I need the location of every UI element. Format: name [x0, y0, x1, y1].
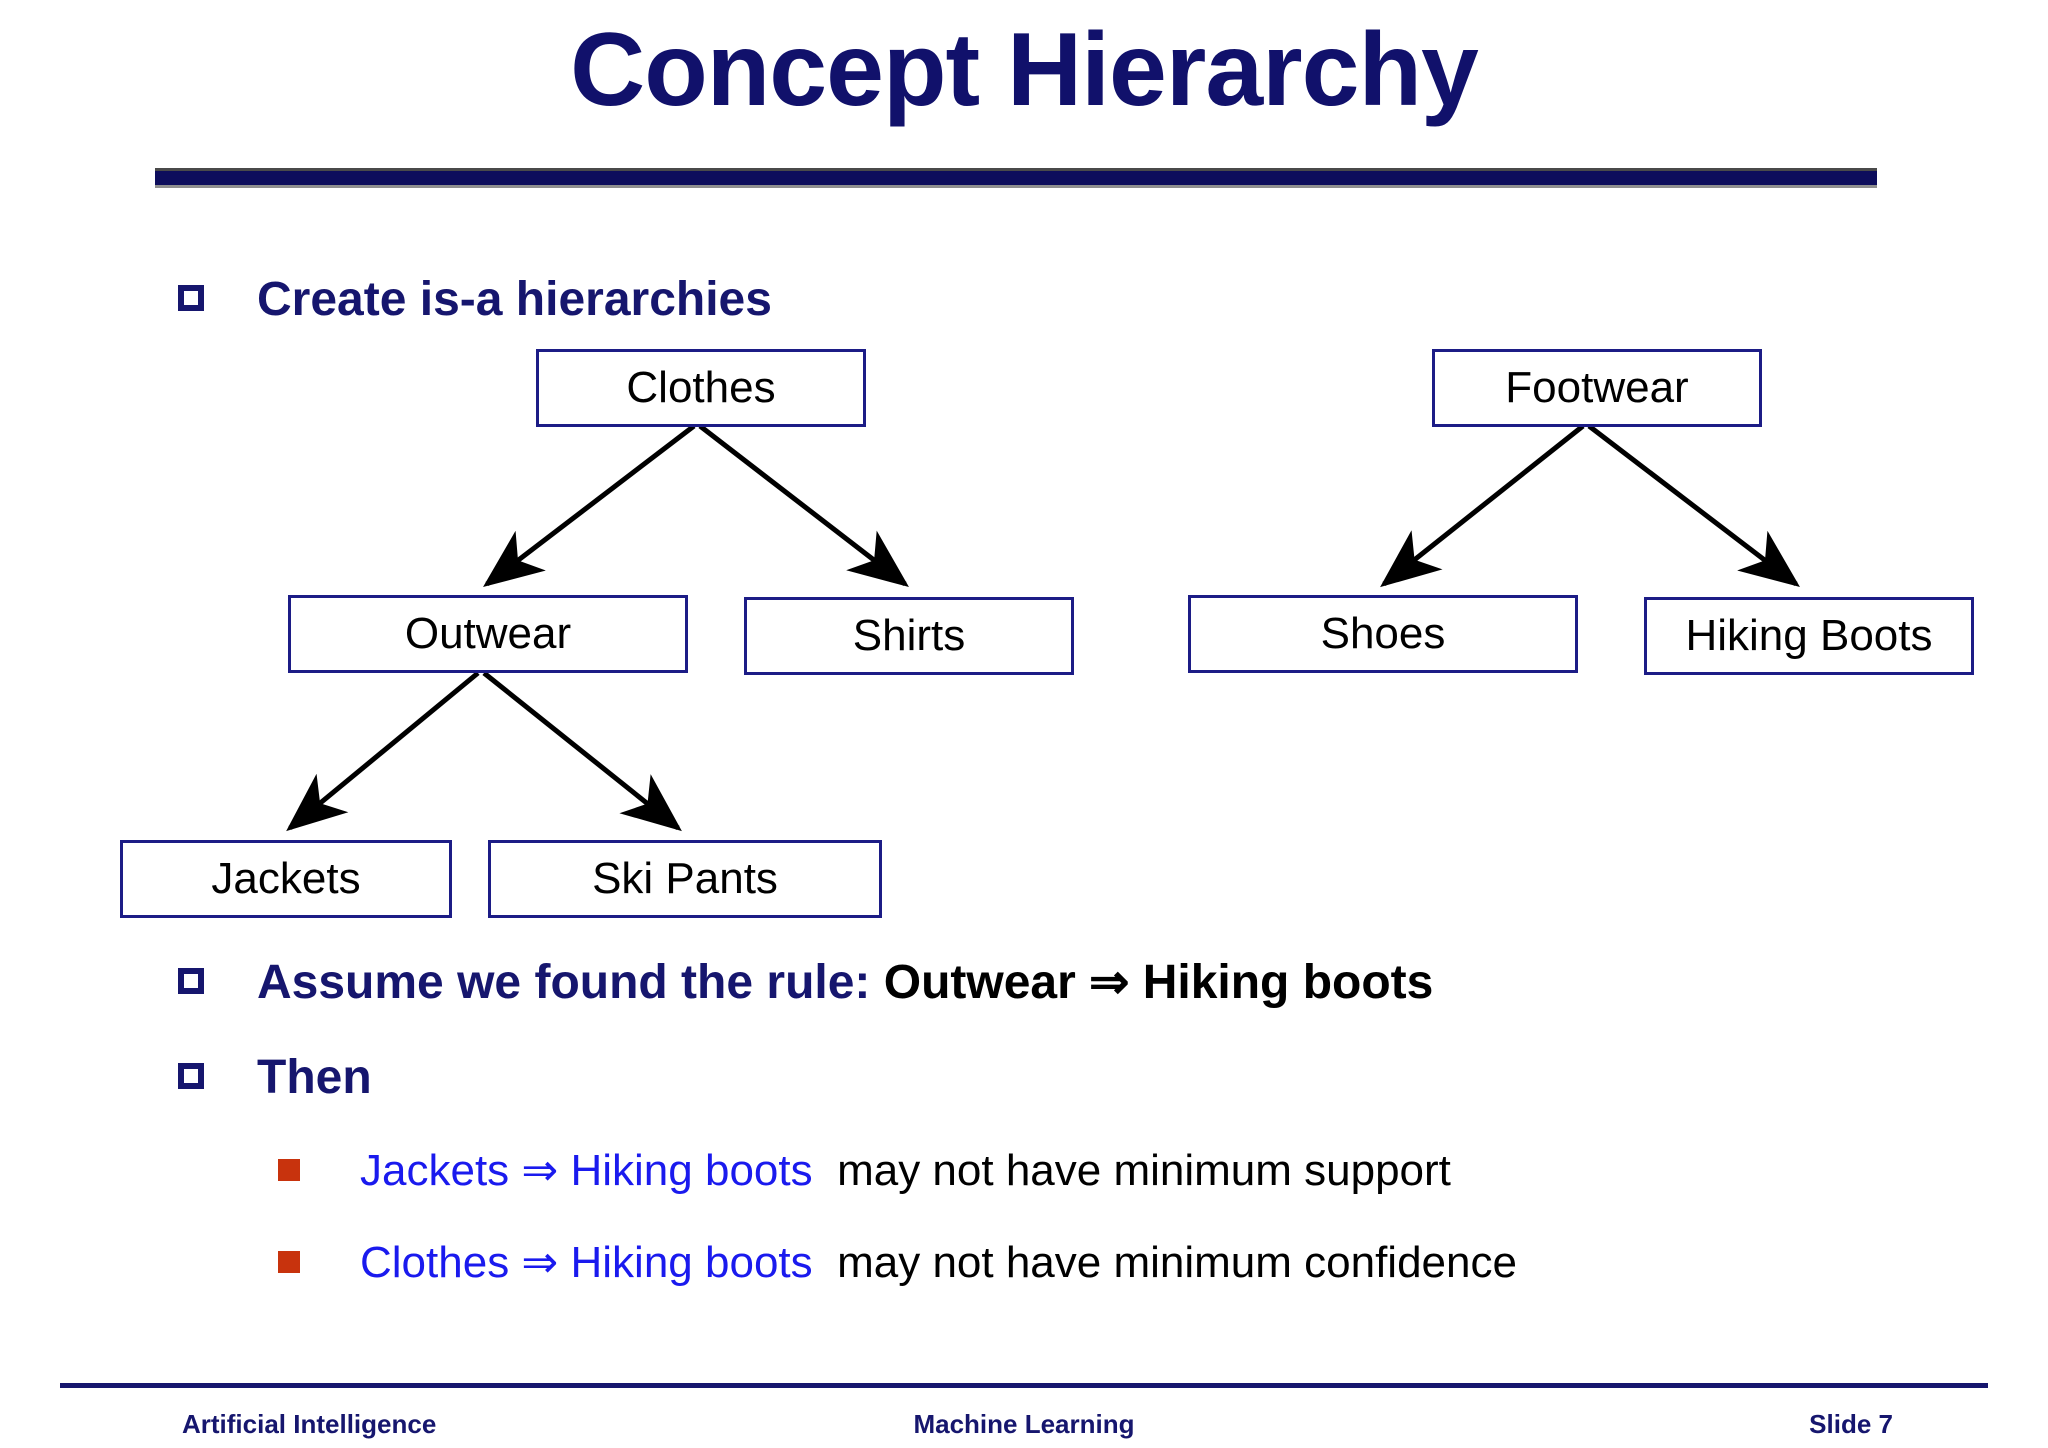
edge-footwear-hikingboots	[1587, 424, 1800, 588]
edge-clothes-shirts	[698, 424, 909, 588]
diagram-node-hiking-boots[interactable]: Hiking Boots	[1644, 597, 1974, 675]
diagram-node-clothes[interactable]: Clothes	[536, 349, 866, 427]
diagram-node-ski-pants[interactable]: Ski Pants	[488, 840, 882, 918]
diagram-node-shirts[interactable]: Shirts	[744, 597, 1074, 675]
sub-bullet-confidence-rule: Clothes ⇒ Hiking boots	[360, 1238, 813, 1287]
sub-bullet-confidence-note: may not have minimum confidence	[837, 1238, 1517, 1287]
footer-topic-name: Machine Learning	[913, 1409, 1135, 1439]
diagram-node-outwear[interactable]: Outwear	[288, 595, 688, 673]
bullet-assume-prefix: Assume we found the rule:	[257, 956, 871, 1009]
sub-bullet-support-rule: Jackets ⇒ Hiking boots	[360, 1146, 813, 1195]
sub-bullet-confidence-line: Clothes ⇒ Hiking boots may not have mini…	[360, 1237, 1517, 1289]
filled-square-bullet-icon	[278, 1159, 300, 1181]
sub-bullet-minimum-support: Jackets ⇒ Hiking boots may not have mini…	[278, 1145, 1451, 1197]
page-title: Concept Hierarchy	[570, 12, 1479, 128]
sub-bullet-support-note: may not have minimum support	[837, 1146, 1451, 1195]
edge-clothes-outwear	[483, 424, 696, 588]
bullet-assume-rule: Assume we found the rule: Outwear ⇒ Hiki…	[178, 955, 1433, 1011]
diagram-node-jackets[interactable]: Jackets	[120, 840, 452, 918]
footer-slide-number: Slide 7	[1809, 1409, 1893, 1439]
title-underline-rule	[155, 168, 1877, 188]
filled-square-bullet-icon	[278, 1251, 300, 1273]
hollow-square-bullet-icon	[178, 285, 204, 311]
sub-bullet-minimum-confidence: Clothes ⇒ Hiking boots may not have mini…	[278, 1237, 1517, 1289]
hollow-square-bullet-icon	[178, 1063, 204, 1089]
bullet-create-hierarchies: Create is-a hierarchies	[178, 272, 772, 328]
edge-outwear-jackets	[286, 671, 480, 832]
footer-divider	[60, 1383, 1988, 1388]
bullet-assume-rule-text: Outwear ⇒ Hiking boots	[883, 956, 1434, 1009]
diagram-node-shoes[interactable]: Shoes	[1188, 595, 1578, 673]
hollow-square-bullet-icon	[178, 968, 204, 994]
footer-course-name: Artificial Intelligence	[182, 1409, 437, 1439]
bullet-create-label: Create is-a hierarchies	[257, 273, 772, 326]
sub-bullet-support-line: Jackets ⇒ Hiking boots may not have mini…	[360, 1145, 1451, 1197]
edge-footwear-shoes	[1380, 424, 1585, 588]
bullet-then: Then	[178, 1050, 372, 1106]
bullet-assume-line: Assume we found the rule: Outwear ⇒ Hiki…	[257, 955, 1433, 1011]
edge-outwear-skipants	[482, 671, 682, 832]
diagram-node-footwear[interactable]: Footwear	[1432, 349, 1762, 427]
bullet-then-label: Then	[257, 1051, 372, 1104]
